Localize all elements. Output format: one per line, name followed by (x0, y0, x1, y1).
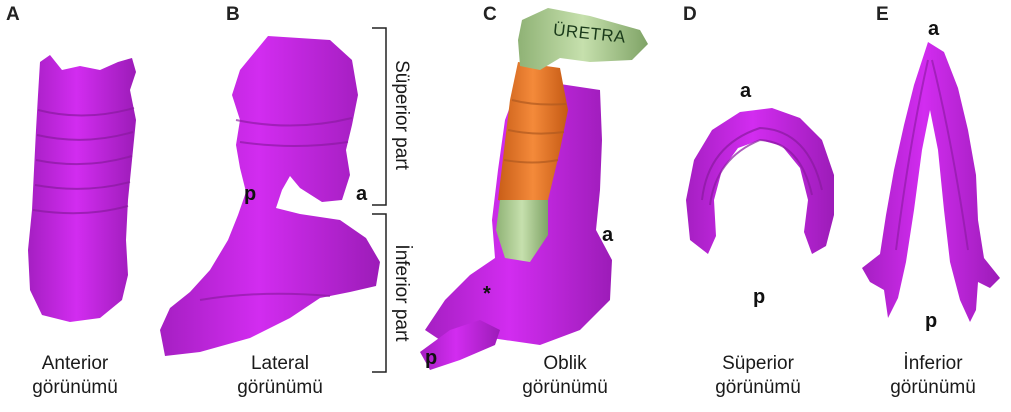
marker-c-p: p (425, 347, 437, 370)
caption-c-line1: Oblik (490, 352, 640, 376)
caption-b-line2: görünümü (205, 376, 355, 400)
panel-a-model (28, 55, 136, 322)
bracket-label-superior: Süperior part (390, 50, 412, 180)
marker-e-a: a (928, 18, 939, 41)
caption-a: Anterior görünümü (0, 352, 150, 400)
caption-d-line1: Süperior (683, 352, 833, 376)
caption-d: Süperior görünümü (683, 352, 833, 400)
panel-letter-d: D (683, 4, 697, 26)
caption-b-line1: Lateral (205, 352, 355, 376)
panel-e-model (862, 42, 1000, 322)
caption-e-line2: görünümü (858, 376, 1008, 400)
panel-c-model (420, 8, 648, 370)
caption-e-line1: İnferior (858, 352, 1008, 376)
marker-b-a: a (356, 183, 367, 206)
panel-d-model (686, 108, 834, 254)
marker-d-a: a (740, 80, 751, 103)
panel-letter-a: A (6, 4, 20, 26)
panel-b-model (160, 36, 380, 356)
marker-b-p: p (244, 183, 256, 206)
caption-d-line2: görünümü (683, 376, 833, 400)
panel-letter-b: B (226, 4, 240, 26)
panel-letter-e: E (876, 4, 889, 26)
marker-c-a: a (602, 224, 613, 247)
caption-c-line2: görünümü (490, 376, 640, 400)
bracket-label-inferior: İnferior part (390, 228, 412, 358)
marker-d-p: p (753, 286, 765, 309)
panel-letter-c: C (483, 4, 497, 26)
bracket-lines (372, 28, 386, 372)
caption-c: Oblik görünümü (490, 352, 640, 400)
marker-e-p: p (925, 310, 937, 333)
caption-e: İnferior görünümü (858, 352, 1008, 400)
caption-b: Lateral görünümü (205, 352, 355, 400)
caption-a-line2: görünümü (0, 376, 150, 400)
caption-a-line1: Anterior (0, 352, 150, 376)
marker-c-star: * (483, 283, 491, 306)
